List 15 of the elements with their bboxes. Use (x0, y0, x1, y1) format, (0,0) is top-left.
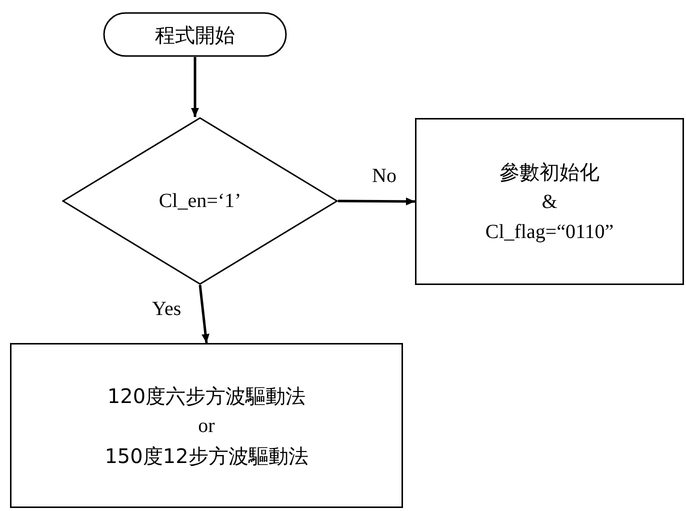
process-box (10, 343, 403, 508)
decision-diamond (62, 117, 338, 285)
start-terminator (103, 12, 287, 57)
node-text: Cl_flag=“0110” (485, 220, 614, 244)
arrow (198, 284, 210, 344)
node-text: or (198, 414, 215, 438)
node-text: 120度六步方波驅動法 (107, 382, 306, 410)
arrow (338, 197, 415, 206)
node-text: & (542, 190, 558, 214)
arrow (191, 57, 199, 117)
node-text: 150度12步方波驅動法 (104, 442, 308, 470)
node-text: 程式開始 (155, 22, 235, 48)
node-text: Cl_en=‘1’ (158, 189, 242, 214)
process-box (415, 118, 684, 285)
node-text: 參數初始化 (500, 158, 600, 186)
